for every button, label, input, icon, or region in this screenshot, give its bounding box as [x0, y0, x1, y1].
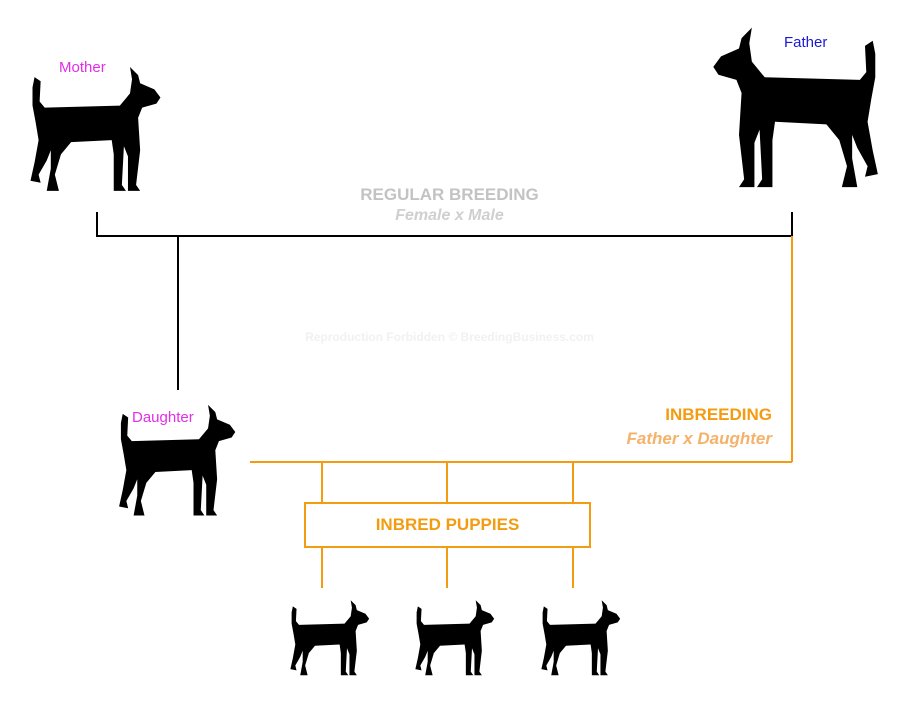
- inbred-puppies-label: INBRED PUPPIES: [375, 515, 520, 534]
- regular-breeding-subtitle: Female x Male: [395, 207, 504, 224]
- mother-dog-icon: [25, 65, 170, 197]
- inbred-puppies-box: INBRED PUPPIES: [304, 502, 591, 548]
- inbreeding-title: INBREEDING: [665, 405, 772, 424]
- watermark: Reproduction Forbidden © BreedingBusines…: [305, 330, 594, 344]
- inbreeding-subtitle: Father x Daughter: [626, 429, 772, 448]
- puppy-2-icon: [412, 599, 500, 679]
- regular-breeding-bracket: [96, 212, 793, 237]
- regular-breeding-title: REGULAR BREEDING: [360, 185, 539, 204]
- puppy-1-icon: [287, 599, 375, 679]
- father-label: Father: [784, 34, 828, 51]
- puppy-3-icon: [538, 599, 626, 679]
- mother-label: Mother: [59, 59, 106, 76]
- daughter-label: Daughter: [132, 409, 194, 426]
